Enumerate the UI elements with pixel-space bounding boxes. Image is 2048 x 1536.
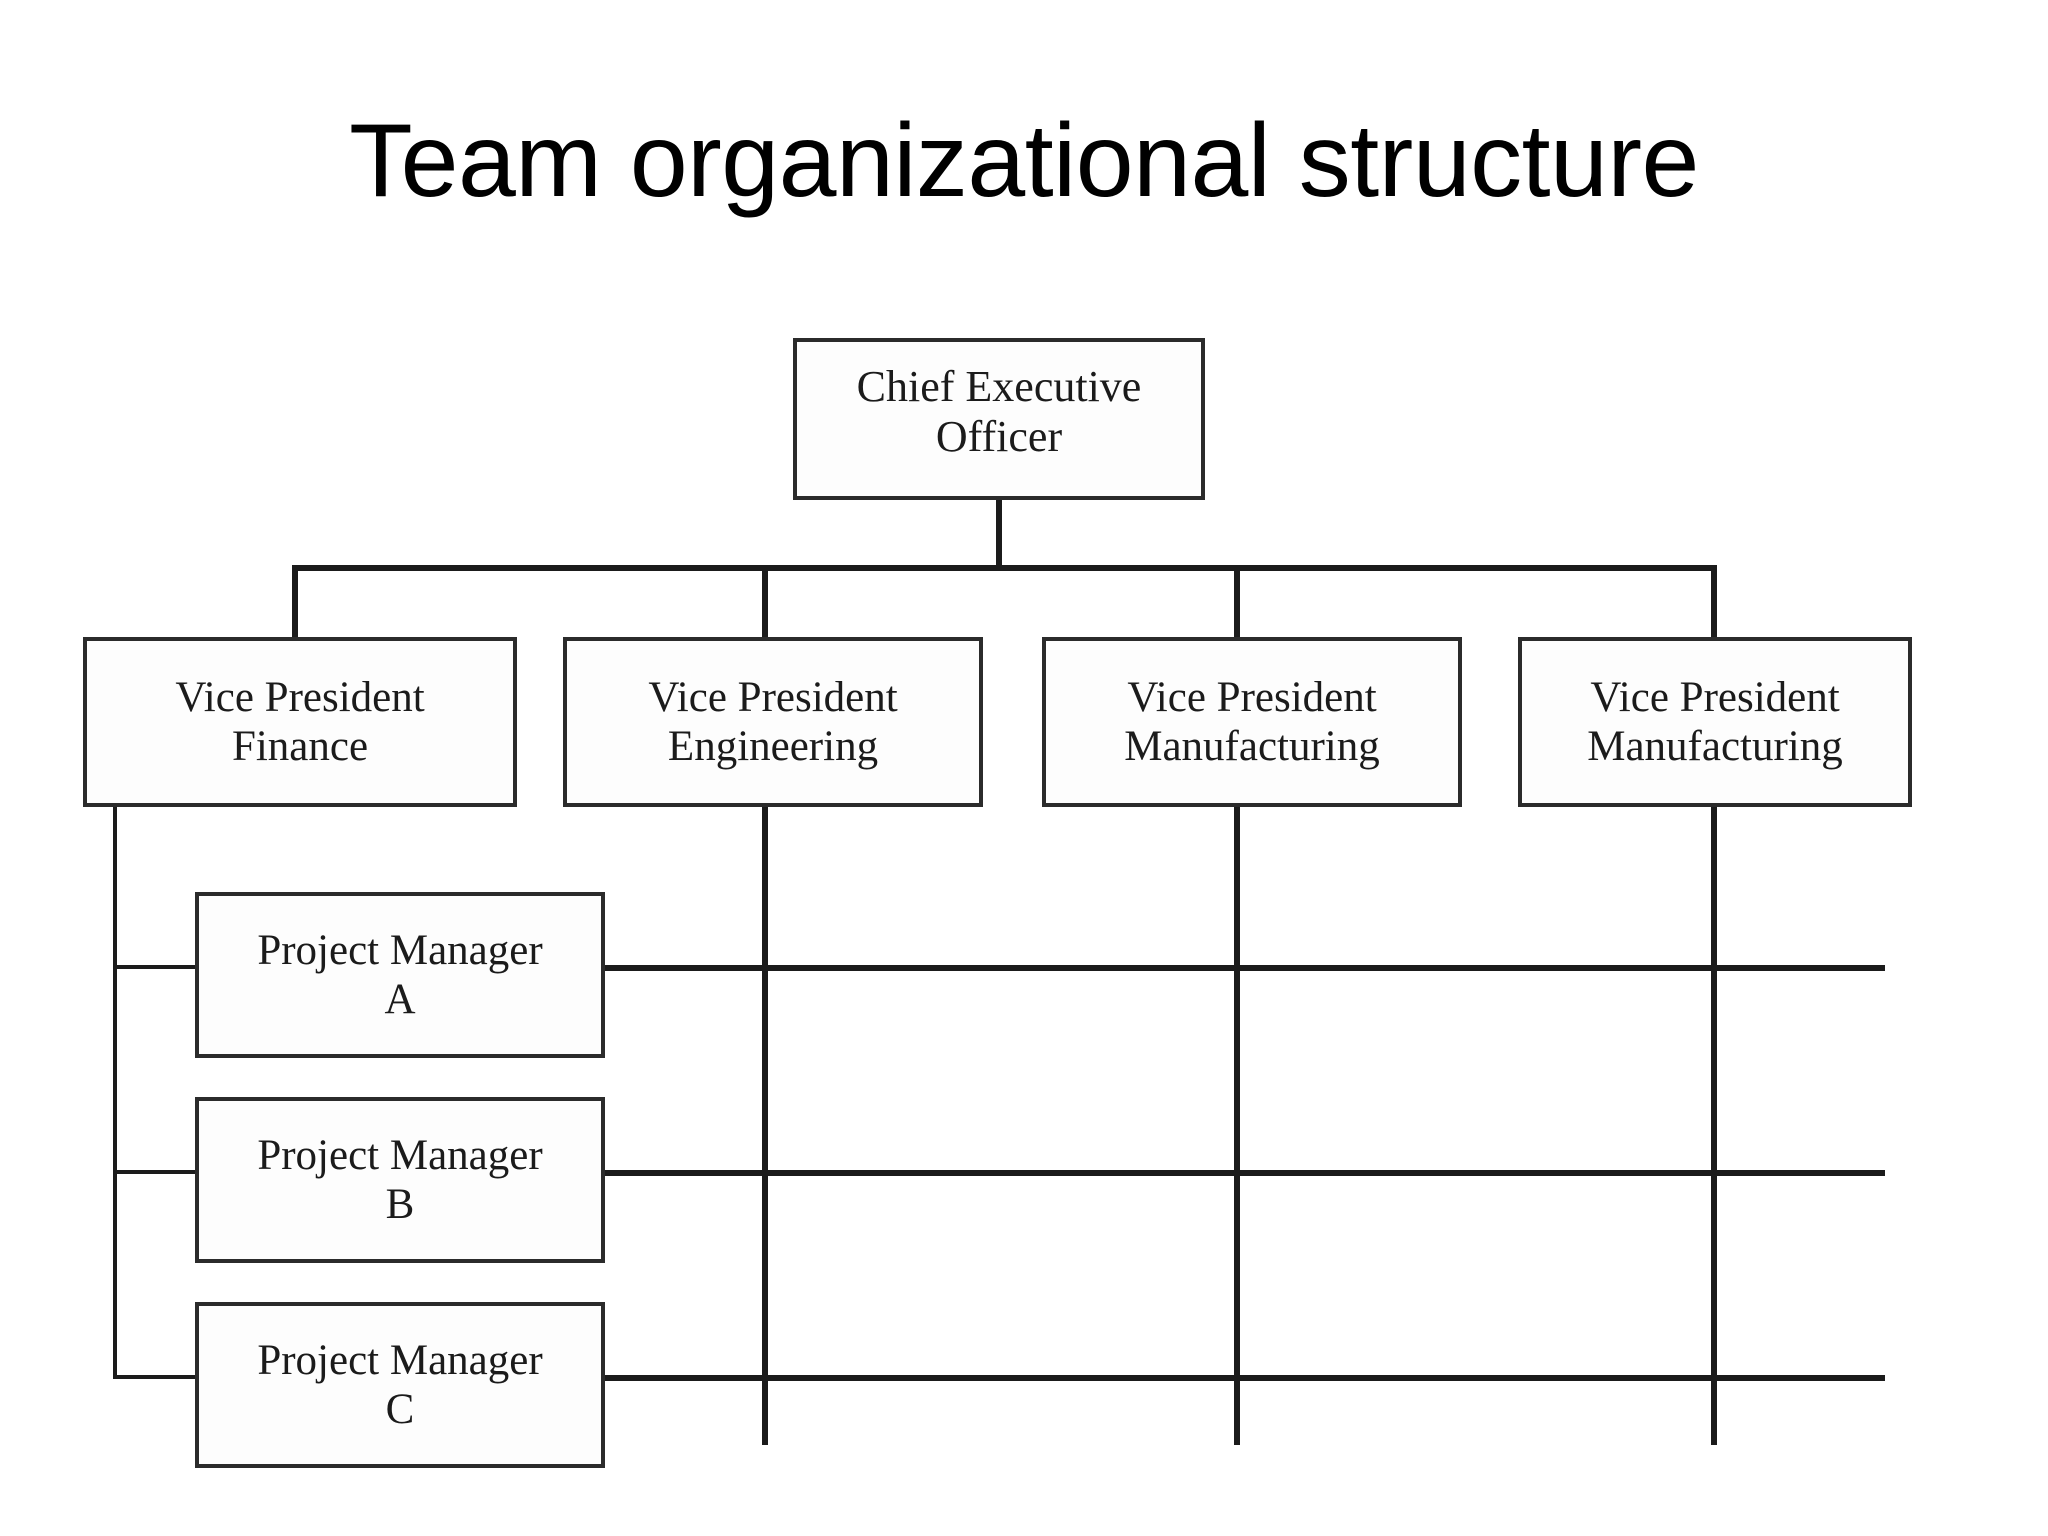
spine-vp-finance-lower (113, 1040, 117, 1378)
spine-vp-manufacturing-2 (1711, 803, 1717, 1445)
connector-vp-bus (292, 565, 1717, 571)
connector-bus-to-vp-engineering (762, 565, 768, 641)
connector-bus-to-vp-manufacturing-2 (1711, 565, 1717, 641)
connector-bus-to-vp-manufacturing-1 (1234, 565, 1240, 641)
connector-finance-to-pm-a (113, 965, 199, 969)
page-title: Team organizational structure (349, 103, 1699, 219)
spine-vp-manufacturing-1 (1234, 803, 1240, 1445)
matrix-row-pm-c (601, 1375, 1885, 1381)
spine-vp-finance (113, 803, 117, 1043)
connector-finance-to-pm-b (113, 1170, 199, 1174)
connector-ceo-stem (996, 500, 1002, 568)
matrix-row-pm-a (601, 965, 1885, 971)
connector-finance-to-pm-c (113, 1375, 199, 1379)
connector-bus-to-vp-finance (292, 565, 298, 641)
spine-vp-engineering (762, 803, 768, 1445)
matrix-row-pm-b (601, 1170, 1885, 1176)
